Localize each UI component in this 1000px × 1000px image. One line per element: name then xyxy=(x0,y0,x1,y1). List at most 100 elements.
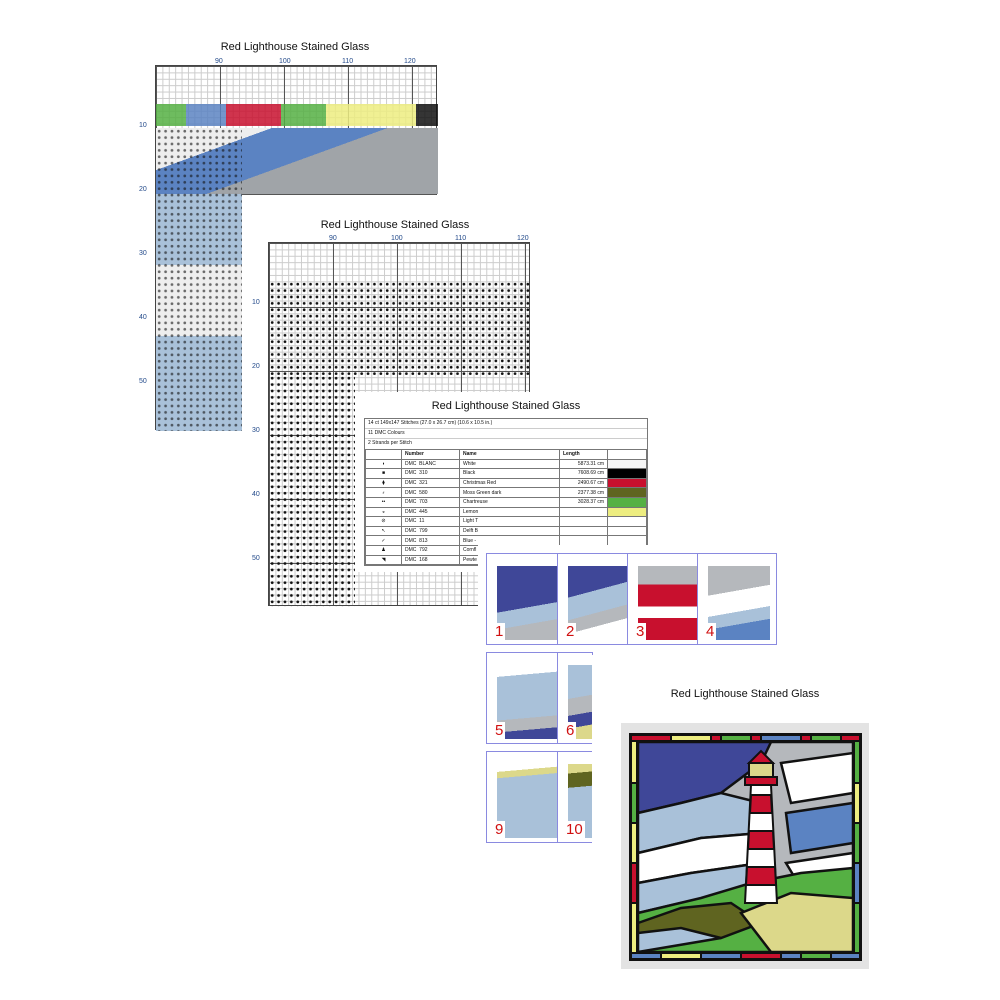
page-1-title: Red Lighthouse Stained Glass xyxy=(220,41,370,53)
thumbnail-image xyxy=(497,764,559,838)
thread-length xyxy=(559,506,608,518)
thread-swatch xyxy=(607,496,647,508)
thumbnail-image xyxy=(638,566,700,640)
page-number: 9 xyxy=(493,821,506,838)
col-tick: 120 xyxy=(517,235,529,242)
thread-number: DMC 580 xyxy=(401,487,460,498)
thread-name: Black xyxy=(459,468,560,479)
key-strands: 2 Strands per Stitch xyxy=(368,440,412,446)
thread-length: 5873.31 cm xyxy=(559,458,608,470)
thread-number: DMC 813 xyxy=(401,535,460,546)
page-thumbnail[interactable]: 3 xyxy=(627,553,707,645)
thumbnail-image xyxy=(708,566,770,640)
page-number: 3 xyxy=(634,623,647,640)
row-tick: 50 xyxy=(139,378,147,385)
thread-name: Delft B xyxy=(459,525,560,537)
thread-row: ■ DMC 310 Black 7608.69 cm xyxy=(365,468,647,479)
thread-number: DMC 168 xyxy=(401,554,460,566)
preview-title: Red Lighthouse Stained Glass xyxy=(670,688,820,700)
preview-frame xyxy=(621,723,869,969)
col-tick: 90 xyxy=(329,235,337,242)
header-number: Number xyxy=(401,449,460,460)
page-number: 5 xyxy=(493,722,506,739)
thread-number: DMC 310 xyxy=(401,468,460,479)
page-thumbnail[interactable]: 9 xyxy=(486,751,566,843)
thread-number: DMC 321 xyxy=(401,477,460,489)
thread-symbol: ✓ xyxy=(365,535,402,546)
page-number: 10 xyxy=(564,821,585,838)
row-tick: 50 xyxy=(252,555,260,562)
row-tick: 10 xyxy=(139,122,147,129)
thread-row: ⸗ DMC 580 Moss Green dark 2377.38 cm xyxy=(365,487,647,498)
thread-length: 3028.37 cm xyxy=(559,496,608,508)
thread-length xyxy=(559,516,608,527)
thread-length xyxy=(559,525,608,537)
thread-row: ◗ DMC BLANC White 5873.31 cm xyxy=(365,458,647,470)
thread-symbol: ↖ xyxy=(365,525,402,537)
col-tick: 100 xyxy=(391,235,403,242)
header-name: Name xyxy=(459,449,560,460)
thread-swatch xyxy=(607,516,647,527)
row-tick: 40 xyxy=(139,314,147,321)
col-tick: 110 xyxy=(342,58,354,65)
thread-name: Chartreuse xyxy=(459,496,560,508)
thread-swatch xyxy=(607,487,647,498)
thumbnail-image xyxy=(497,665,559,739)
key-size: 14 ct 149x147 Stitches (27.0 x 26.7 cm) … xyxy=(365,419,647,429)
thread-swatch xyxy=(607,506,647,518)
row-tick: 20 xyxy=(252,363,260,370)
thread-length: 2377.38 cm xyxy=(559,487,608,498)
pattern-preview-image xyxy=(629,733,862,961)
thread-swatch xyxy=(607,458,647,470)
col-tick: 120 xyxy=(404,58,416,65)
thread-name: Blue - xyxy=(459,535,560,546)
thread-swatch xyxy=(607,477,647,489)
page-thumbnail[interactable]: 10 xyxy=(557,751,593,843)
thread-row: ↖ DMC 799 Delft B xyxy=(365,525,647,537)
row-tick: 20 xyxy=(139,186,147,193)
thread-symbol: ◒ xyxy=(365,506,402,518)
thread-number: DMC 445 xyxy=(401,506,460,518)
thread-swatch xyxy=(607,535,647,546)
page-number: 6 xyxy=(564,722,577,739)
thumbnail-image xyxy=(497,566,559,640)
thread-name: Light T xyxy=(459,516,560,527)
thread-length: 2490.67 cm xyxy=(559,477,608,489)
page-thumbnail[interactable]: 6 xyxy=(557,652,593,744)
thumbnail-image xyxy=(568,566,630,640)
thread-number: DMC 799 xyxy=(401,525,460,537)
page-thumbnail[interactable]: 5 xyxy=(486,652,566,744)
page-thumbnail[interactable]: 2 xyxy=(557,553,637,645)
thread-symbol: ⊘ xyxy=(365,516,402,527)
thread-number: DMC 703 xyxy=(401,496,460,508)
thread-swatch xyxy=(607,525,647,537)
page-number: 4 xyxy=(704,623,717,640)
page-2-title: Red Lighthouse Stained Glass xyxy=(320,219,470,231)
page-number: 2 xyxy=(564,623,577,640)
page-thumbnail[interactable]: 1 xyxy=(486,553,566,645)
row-tick: 10 xyxy=(252,299,260,306)
thread-row: ◒ DMC 445 Lemon xyxy=(365,506,647,518)
key-title: Red Lighthouse Stained Glass xyxy=(431,400,581,412)
thread-name: White xyxy=(459,458,560,470)
page-number: 1 xyxy=(493,623,506,640)
page-thumbnail[interactable]: 4 xyxy=(697,553,777,645)
thread-name: Christmas Red xyxy=(459,477,560,489)
thread-symbol: •• xyxy=(365,496,402,508)
key-colours: 11 DMC Colours xyxy=(365,429,647,439)
thread-symbol: ■ xyxy=(365,468,402,479)
header-length: Length xyxy=(559,449,608,460)
thread-symbol: ♟ xyxy=(365,544,402,556)
row-tick: 30 xyxy=(139,250,147,257)
thread-swatch xyxy=(607,468,647,479)
thread-number: DMC 792 xyxy=(401,544,460,556)
thread-length: 7608.69 cm xyxy=(559,468,608,479)
row-tick: 30 xyxy=(252,427,260,434)
col-tick: 100 xyxy=(279,58,291,65)
col-tick: 110 xyxy=(455,235,467,242)
thread-symbol: ◗ xyxy=(365,458,402,470)
thread-name: Moss Green dark xyxy=(459,487,560,498)
thread-row: ✓ DMC 813 Blue - xyxy=(365,535,647,546)
thread-symbol: ⸗ xyxy=(365,487,402,498)
thread-row: ⧫ DMC 321 Christmas Red 2490.67 cm xyxy=(365,477,647,489)
